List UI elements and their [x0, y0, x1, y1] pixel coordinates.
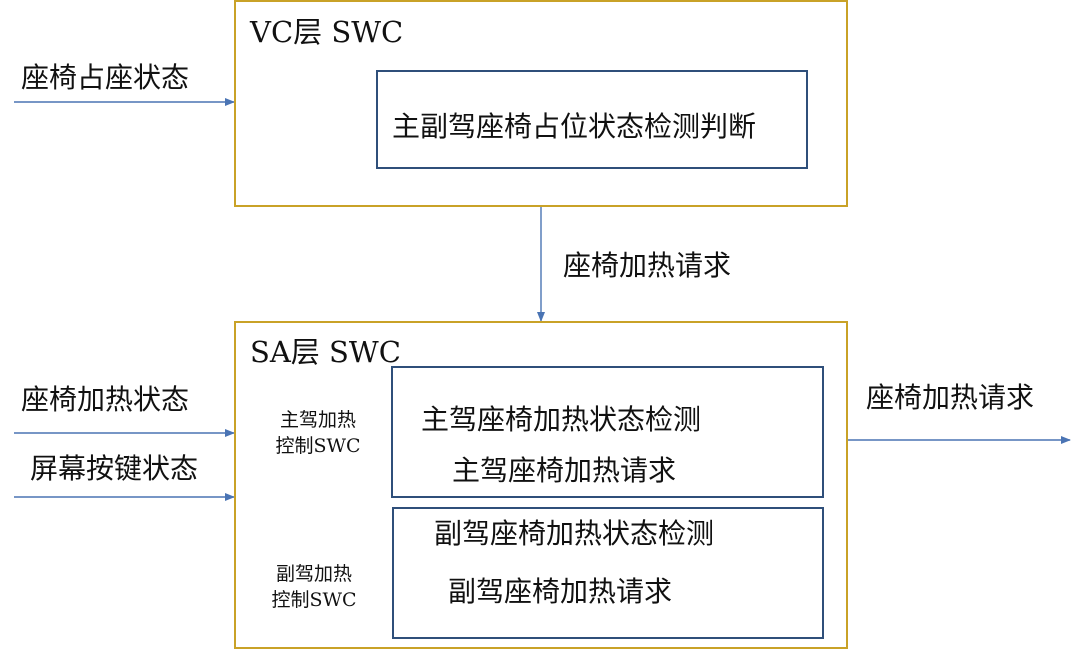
- driver-control-swc-label: 主驾加热 控制SWC: [262, 407, 374, 459]
- passenger-heating-module: [392, 507, 824, 639]
- driver-control-label-line1: 主驾加热: [279, 409, 356, 431]
- driver-heating-request: 主驾座椅加热请求: [452, 454, 677, 487]
- driver-heating-status-detect: 主驾座椅加热状态检测: [421, 403, 702, 436]
- passenger-heating-status-detect: 副驾座椅加热状态检测: [434, 517, 715, 550]
- vc-occupancy-module-label: 主副驾座椅占位状态检测判断: [392, 110, 757, 143]
- vc-layer-box: [234, 0, 848, 207]
- seat-occupancy-input-label: 座椅占座状态: [21, 61, 190, 94]
- sa-layer-title: SA层 SWC: [250, 335, 401, 369]
- passenger-control-swc-label: 副驾加热 控制SWC: [258, 561, 370, 613]
- vc-layer-title: VC层 SWC: [250, 15, 404, 49]
- screen-button-input-label: 屏幕按键状态: [30, 452, 199, 485]
- heating-request-output-label: 座椅加热请求: [866, 381, 1035, 414]
- sa-layer-box: [234, 321, 848, 649]
- passenger-control-label-line2: 控制SWC: [271, 589, 357, 611]
- passenger-control-label-line1: 副驾加热: [275, 563, 352, 585]
- heating-request-mid-label: 座椅加热请求: [563, 249, 732, 282]
- driver-heating-module: [391, 366, 824, 498]
- driver-control-label-line2: 控制SWC: [275, 435, 361, 457]
- heating-status-input-label: 座椅加热状态: [21, 383, 190, 416]
- vc-occupancy-module: [376, 70, 808, 169]
- passenger-heating-request: 副驾座椅加热请求: [448, 575, 673, 608]
